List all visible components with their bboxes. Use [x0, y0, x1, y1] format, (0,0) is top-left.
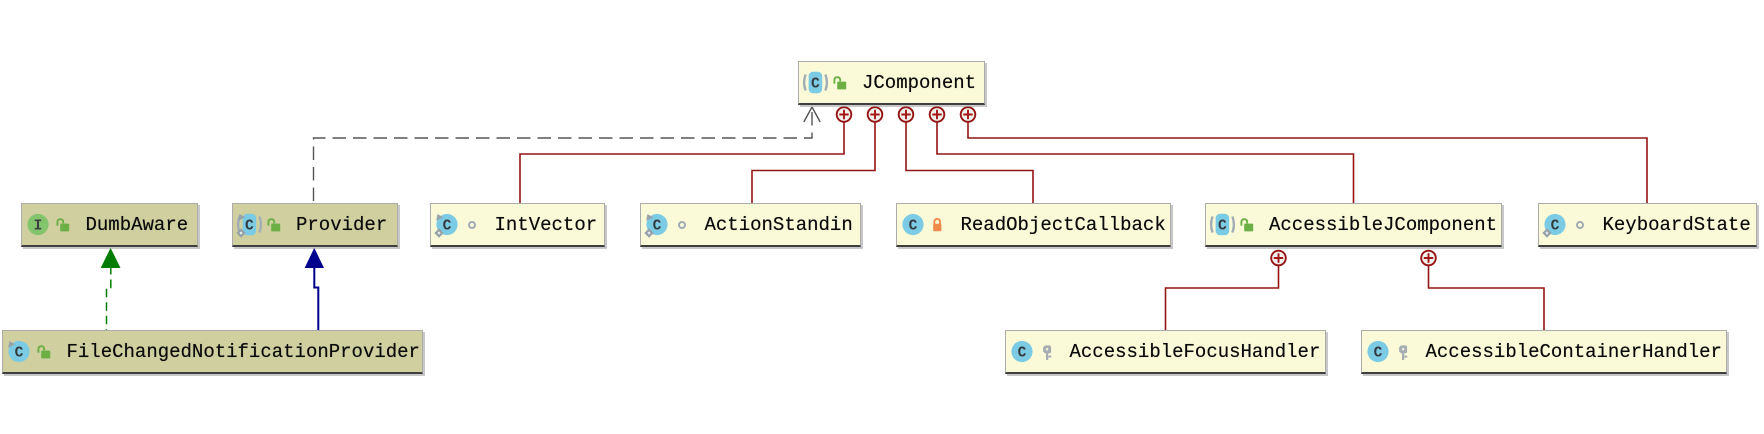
- svg-text:I: I: [34, 218, 43, 234]
- svg-text:C: C: [443, 218, 452, 234]
- svg-text:C: C: [15, 345, 24, 361]
- svg-text:C: C: [1218, 218, 1227, 234]
- svg-text:C: C: [909, 218, 918, 234]
- svg-text:C: C: [1551, 218, 1560, 234]
- svg-text:C: C: [653, 218, 662, 234]
- svg-text:C: C: [811, 76, 820, 92]
- svg-text:C: C: [1374, 345, 1383, 361]
- svg-text:C: C: [245, 218, 254, 234]
- svg-text:C: C: [1018, 345, 1027, 361]
